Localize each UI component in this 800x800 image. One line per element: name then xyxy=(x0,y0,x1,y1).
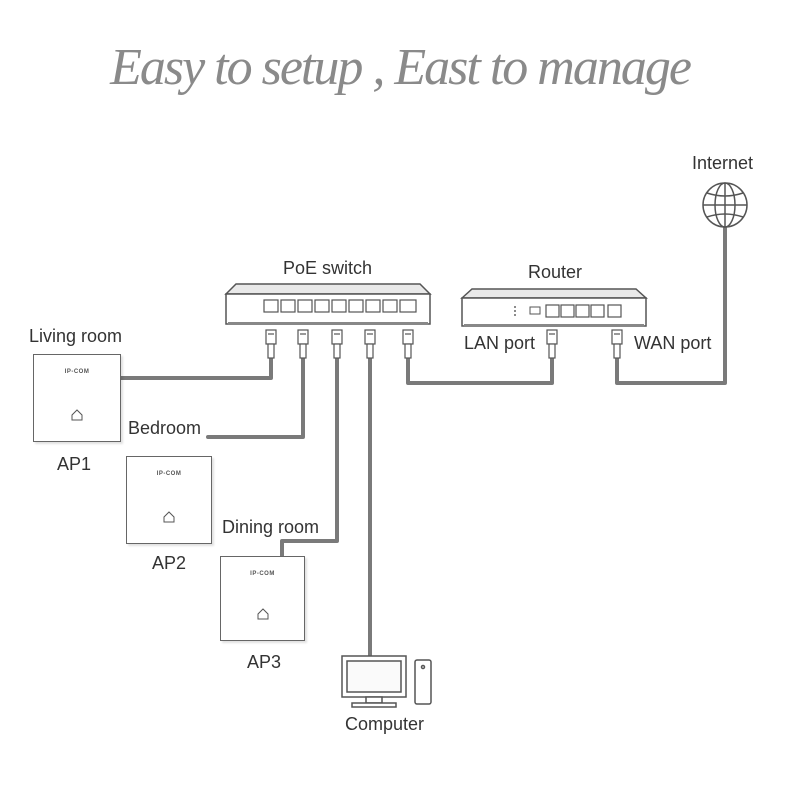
rj45-plug xyxy=(611,329,623,359)
cable-lan xyxy=(406,356,554,385)
access-point-ap1: IP-COM xyxy=(33,354,121,442)
ap2-room-label: Bedroom xyxy=(128,418,202,438)
router-label: Router xyxy=(528,262,583,282)
rj45-plug xyxy=(297,329,309,359)
rj45-plug xyxy=(402,329,414,359)
ap2-name-label: AP2 xyxy=(152,553,187,573)
rj45-plug xyxy=(265,329,277,359)
cable-wan xyxy=(615,225,727,385)
ap3-room-label: Dining room xyxy=(222,517,320,537)
cable-ap2 xyxy=(206,356,305,439)
home-icon xyxy=(71,408,83,427)
ap1-room-label: Living room xyxy=(29,326,123,346)
computer-label: Computer xyxy=(345,714,425,734)
cable-ap1 xyxy=(119,356,273,380)
cable-ap3 xyxy=(280,356,339,559)
ap1-name-label: AP1 xyxy=(57,454,92,474)
brand-logo: IP-COM xyxy=(156,471,182,477)
access-point-ap3: IP-COM xyxy=(220,556,305,641)
access-point-ap2: IP-COM xyxy=(126,456,212,544)
lan-port-label: LAN port xyxy=(464,333,536,353)
computer-icon xyxy=(341,655,432,708)
globe-icon xyxy=(702,182,748,228)
rj45-plug xyxy=(364,329,376,359)
page-title: Easy to setup , East to manage xyxy=(110,39,692,96)
ap3-name-label: AP3 xyxy=(247,652,282,672)
home-icon xyxy=(163,510,175,529)
rj45-plug xyxy=(546,329,558,359)
router xyxy=(460,288,648,327)
internet-label: Internet xyxy=(692,153,754,173)
rj45-plug xyxy=(331,329,343,359)
brand-logo: IP-COM xyxy=(250,571,275,577)
poe-switch-label: PoE switch xyxy=(283,258,373,278)
poe-switch xyxy=(224,283,432,325)
brand-logo: IP-COM xyxy=(64,369,90,375)
home-icon xyxy=(257,607,269,626)
rj45-connectors xyxy=(265,329,623,359)
wan-port-label: WAN port xyxy=(634,333,712,353)
